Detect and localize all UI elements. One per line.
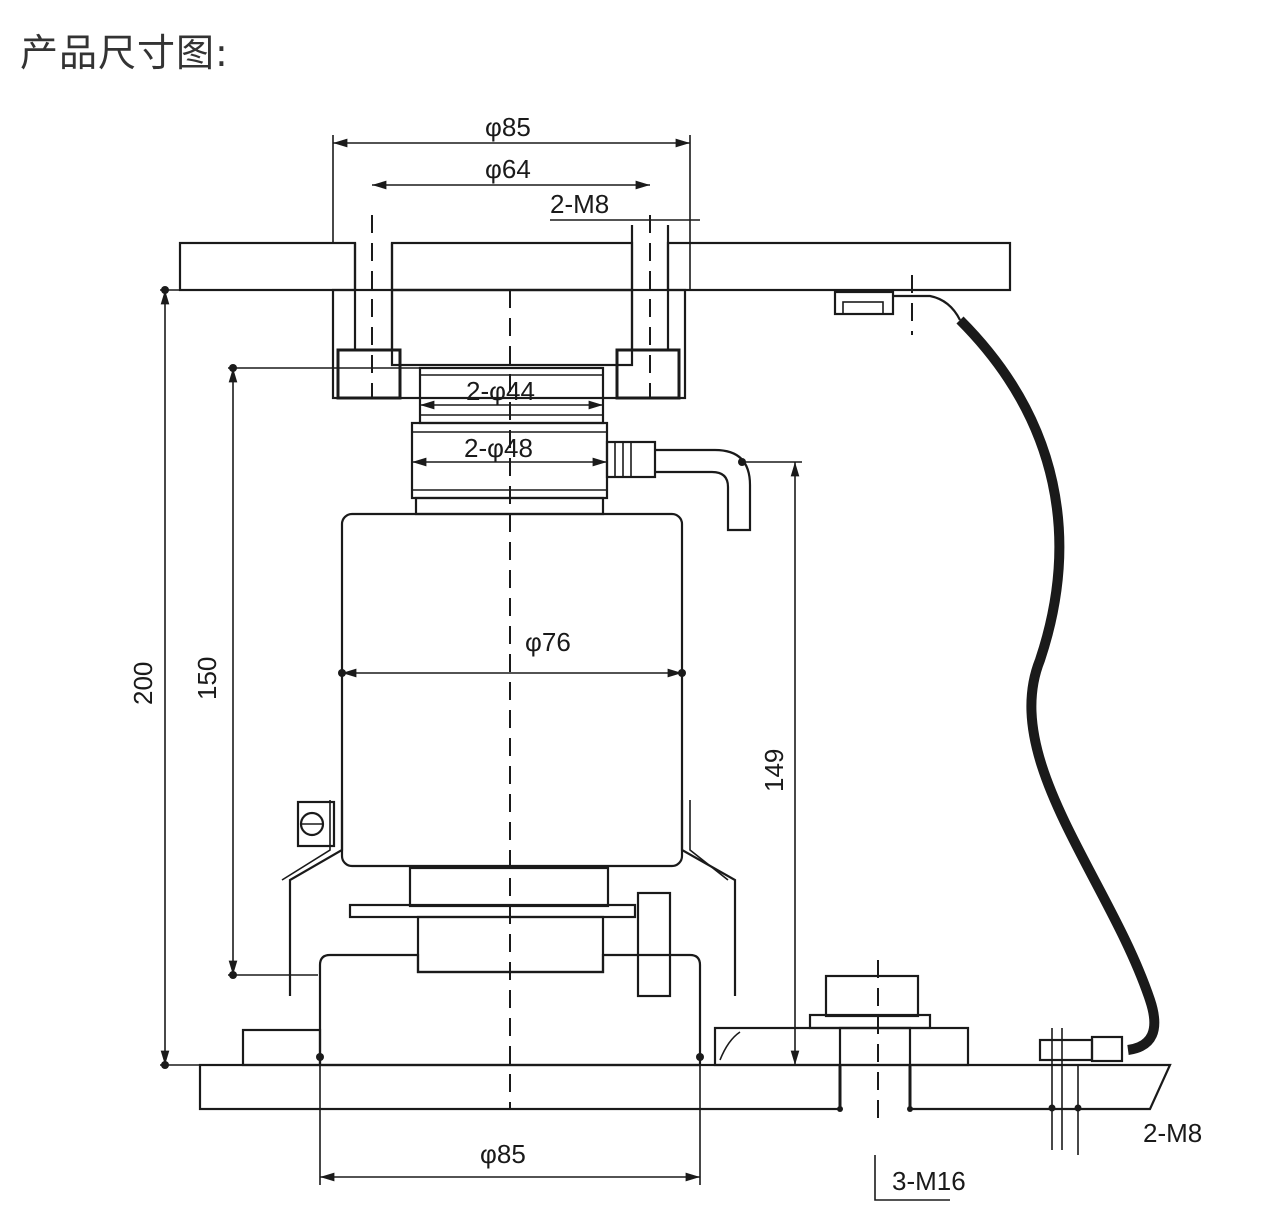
label-height-150: 150 bbox=[192, 657, 222, 700]
base-block bbox=[198, 953, 1172, 1120]
label-height-149: 149 bbox=[759, 749, 789, 792]
label-anchor-bolts: 3-M16 bbox=[892, 1166, 966, 1196]
label-height-total: 200 bbox=[128, 662, 158, 705]
top-plate bbox=[178, 241, 1012, 292]
dimensions bbox=[160, 135, 950, 1201]
upper-block bbox=[331, 215, 687, 400]
label-upper-cap-dia: 2-φ44 bbox=[466, 376, 535, 406]
dimension-labels: φ85 φ64 2-M8 2-φ44 2-φ48 φ76 φ85 200 150… bbox=[128, 112, 1202, 1196]
cable-assembly bbox=[833, 275, 1160, 1155]
page-title: 产品尺寸图: bbox=[20, 31, 229, 75]
label-top-bolt-circle: φ64 bbox=[485, 154, 531, 184]
label-upper-ring-dia: 2-φ48 bbox=[464, 433, 533, 463]
label-cable-clamp-screw: 2-M8 bbox=[1143, 1118, 1202, 1148]
label-body-dia: φ76 bbox=[525, 627, 571, 657]
label-top-outer-dia: φ85 bbox=[485, 112, 531, 142]
label-bottom-base-dia: φ85 bbox=[480, 1139, 526, 1169]
label-top-screw: 2-M8 bbox=[550, 189, 609, 219]
